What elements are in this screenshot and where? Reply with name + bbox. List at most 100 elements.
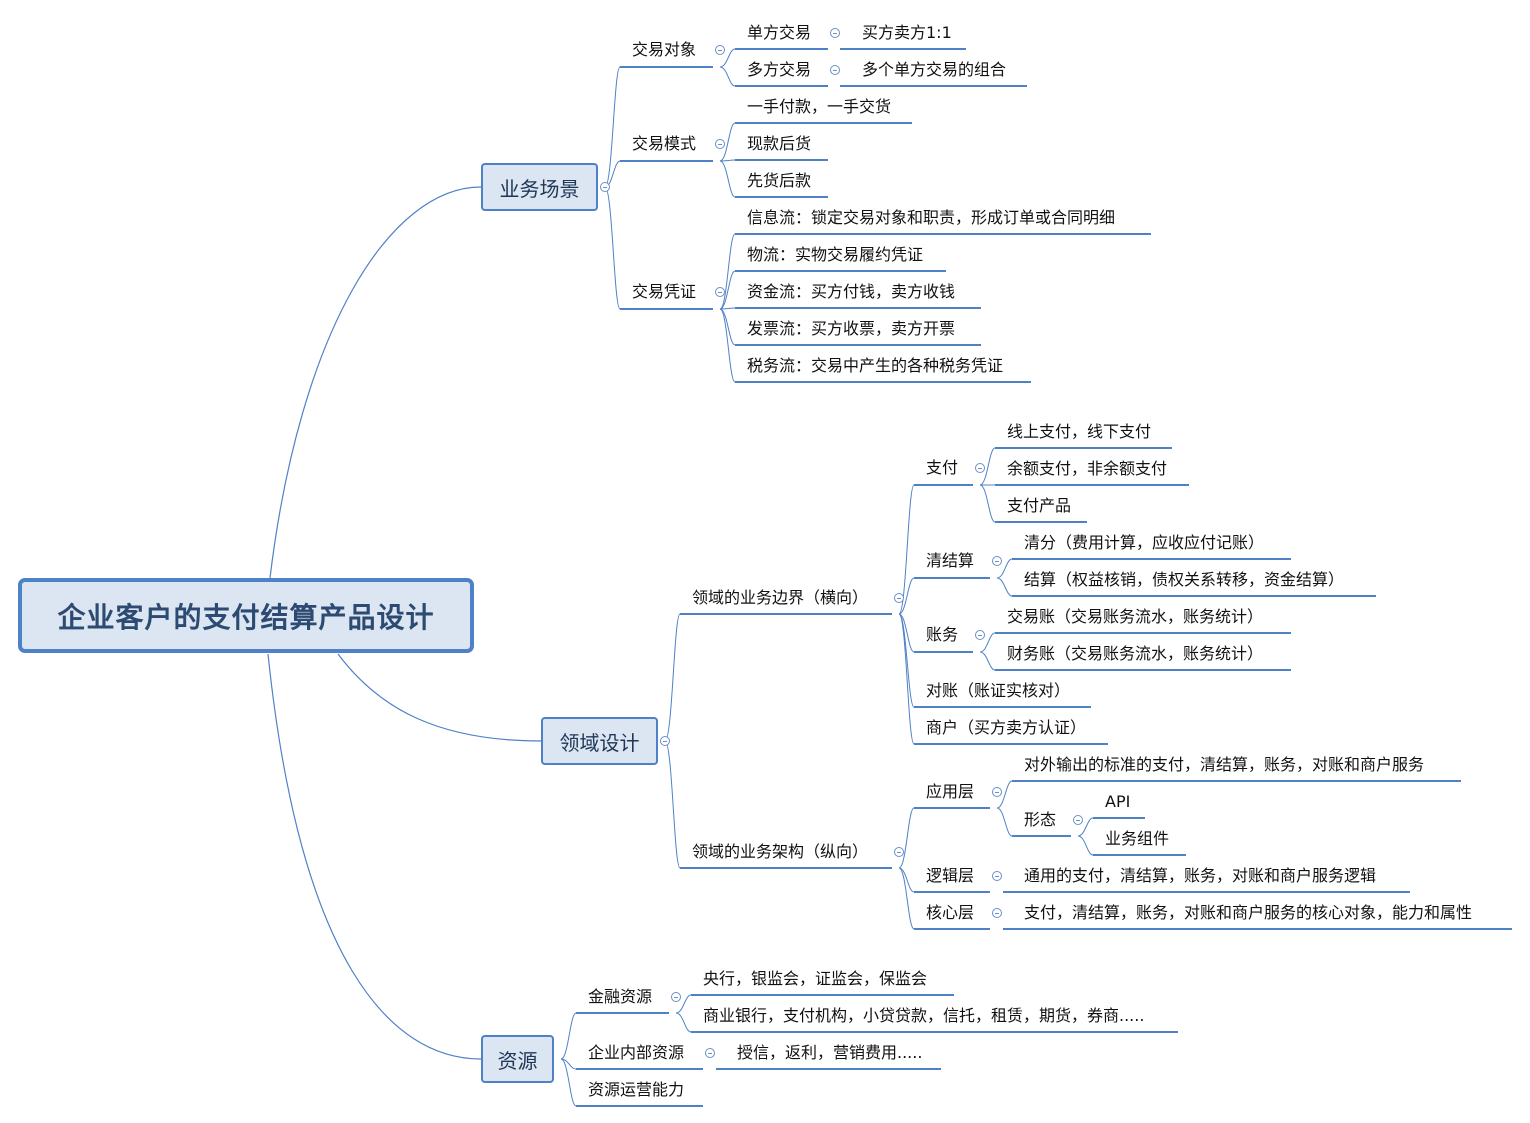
connector-line xyxy=(979,632,996,653)
connector-line xyxy=(560,1012,577,1060)
collapse-toggle-icon[interactable] xyxy=(830,28,840,38)
connector-line xyxy=(719,308,736,383)
topic-mode-item[interactable]: 现款后货 xyxy=(747,134,812,153)
collapse-toggle-icon[interactable] xyxy=(715,287,725,297)
connector-line xyxy=(719,48,736,68)
topic-buyer-seller-1-1[interactable]: 买方卖方1:1 xyxy=(862,23,952,42)
connector-line xyxy=(1077,817,1094,837)
connector-line xyxy=(719,270,736,310)
collapse-toggle-icon[interactable] xyxy=(975,630,985,640)
topic-domain-architecture[interactable]: 领域的业务架构（纵向） xyxy=(692,842,869,861)
topic-core-item[interactable]: 支付，清结算，账务，对账和商户服务的核心对象，能力和属性 xyxy=(1024,903,1473,922)
topic-financial-item[interactable]: 央行，银监会，证监会，保监会 xyxy=(703,969,928,988)
topic-payment[interactable]: 支付 xyxy=(926,458,959,477)
topic-internal-resources[interactable]: 企业内部资源 xyxy=(588,1043,685,1062)
collapse-toggle-icon[interactable] xyxy=(715,45,725,55)
topic-trade-mode[interactable]: 交易模式 xyxy=(632,134,697,153)
topic-single-party-trade[interactable]: 单方交易 xyxy=(747,23,812,42)
connector-line xyxy=(719,159,736,162)
collapse-toggle-icon[interactable] xyxy=(894,847,904,857)
topic-internal-item[interactable]: 授信，返利，营销费用..... xyxy=(737,1043,923,1062)
topic-application-item[interactable]: 对外输出的标准的支付，清结算，账务，对账和商户服务 xyxy=(1024,755,1425,774)
main-topic-label: 资源 xyxy=(497,1048,538,1073)
collapse-toggle-icon[interactable] xyxy=(715,139,725,149)
topic-form[interactable]: 形态 xyxy=(1024,810,1057,829)
topic-payment-item[interactable]: 线上支付，线下支付 xyxy=(1007,422,1152,441)
topic-trade-voucher[interactable]: 交易凭证 xyxy=(632,282,697,301)
collapse-toggle-icon[interactable] xyxy=(894,593,904,603)
connector-line xyxy=(1077,835,1094,856)
connector-line xyxy=(719,160,736,198)
topic-reconciliation[interactable]: 对账（账证实核对） xyxy=(926,681,1071,700)
collapse-toggle-icon[interactable] xyxy=(830,65,840,75)
topic-core-layer[interactable]: 核心层 xyxy=(926,903,975,922)
collapse-toggle-icon[interactable] xyxy=(992,787,1002,797)
collapse-toggle-icon[interactable] xyxy=(671,992,681,1002)
topic-merchant[interactable]: 商户（买方卖方认证） xyxy=(926,718,1087,737)
topic-multi-single-combo[interactable]: 多个单方交易的组合 xyxy=(862,60,1007,79)
collapse-toggle-icon[interactable] xyxy=(1073,815,1083,825)
connector-line xyxy=(996,807,1013,837)
topic-voucher-item[interactable]: 税务流：交易中产生的各种税务凭证 xyxy=(747,356,1004,375)
connector-line xyxy=(675,994,692,1014)
connector-line xyxy=(979,484,996,523)
connector-line xyxy=(898,613,915,708)
topic-financial-resources[interactable]: 金融资源 xyxy=(588,987,653,1006)
topic-payment-item[interactable]: 余额支付，非余额支付 xyxy=(1007,459,1168,478)
topic-clearing-settlement[interactable]: 清结算 xyxy=(926,551,975,570)
main-topic-resources[interactable]: 资源 xyxy=(481,1035,554,1083)
connector-line xyxy=(979,651,996,671)
topic-mode-item[interactable]: 先货后款 xyxy=(747,171,812,190)
topic-clearing-item[interactable]: 清分（费用计算，应收应付记账） xyxy=(1024,533,1265,552)
connector-line xyxy=(898,807,915,869)
connector-line xyxy=(898,867,915,893)
topic-voucher-item[interactable]: 发票流：买方收票，卖方开票 xyxy=(747,319,956,338)
topic-payment-item[interactable]: 支付产品 xyxy=(1007,496,1072,515)
topic-api[interactable]: API xyxy=(1105,792,1131,811)
connector-line xyxy=(267,653,482,1060)
collapse-toggle-icon[interactable] xyxy=(600,182,610,192)
connector-line xyxy=(996,780,1013,809)
connector-line xyxy=(898,867,915,930)
root-topic-label: 企业客户的支付结算产品设计 xyxy=(57,600,435,634)
main-topic-label: 业务场景 xyxy=(499,176,580,201)
collapse-toggle-icon[interactable] xyxy=(992,908,1002,918)
collapse-toggle-icon[interactable] xyxy=(975,463,985,473)
topic-clearing-item[interactable]: 结算（权益核销，债权关系转移，资金结算） xyxy=(1024,570,1345,589)
collapse-toggle-icon[interactable] xyxy=(660,736,670,746)
connector-line xyxy=(996,577,1013,597)
topic-accounting[interactable]: 账务 xyxy=(926,625,959,644)
main-topic-domain-design[interactable]: 领域设计 xyxy=(541,717,658,765)
topic-logic-layer[interactable]: 逻辑层 xyxy=(926,866,975,885)
connector-line xyxy=(898,577,915,615)
topic-resource-ops[interactable]: 资源运营能力 xyxy=(588,1080,685,1099)
connector-line xyxy=(269,186,482,579)
collapse-toggle-icon[interactable] xyxy=(705,1048,715,1058)
topic-financial-item[interactable]: 商业银行，支付机构，小贷贷款，信托，租赁，期货，券商..... xyxy=(703,1006,1145,1025)
topic-accounting-item[interactable]: 交易账（交易账务流水，账务统计） xyxy=(1007,607,1264,626)
topic-business-component[interactable]: 业务组件 xyxy=(1105,829,1170,848)
connector-line xyxy=(604,186,621,310)
main-topic-business-scenario[interactable]: 业务场景 xyxy=(481,163,598,211)
topic-domain-boundary[interactable]: 领域的业务边界（横向） xyxy=(692,588,869,607)
connector-line xyxy=(675,1012,692,1033)
topic-trade-object[interactable]: 交易对象 xyxy=(632,40,697,59)
topic-logic-item[interactable]: 通用的支付，清结算，账务，对账和商户服务逻辑 xyxy=(1024,866,1377,885)
connector-line xyxy=(719,66,736,87)
connector-line xyxy=(996,558,1013,579)
topic-mode-item[interactable]: 一手付款，一手交货 xyxy=(747,97,892,116)
connector-line xyxy=(898,484,915,615)
collapse-toggle-icon[interactable] xyxy=(992,556,1002,566)
topic-accounting-item[interactable]: 财务账（交易账务流水，账务统计） xyxy=(1007,644,1264,663)
topic-voucher-item[interactable]: 信息流：锁定交易对象和职责，形成订单或合同明细 xyxy=(747,208,1116,227)
topic-voucher-item[interactable]: 资金流：买方付钱，卖方收钱 xyxy=(747,282,956,301)
topic-multi-party-trade[interactable]: 多方交易 xyxy=(747,60,812,79)
collapse-toggle-icon[interactable] xyxy=(992,871,1002,881)
connector-line xyxy=(898,613,915,745)
topic-voucher-item[interactable]: 物流：实物交易履约凭证 xyxy=(747,245,924,264)
connector-line xyxy=(337,653,542,742)
topic-application-layer[interactable]: 应用层 xyxy=(926,782,975,801)
connector-line xyxy=(664,613,681,742)
root-topic[interactable]: 企业客户的支付结算产品设计 xyxy=(18,578,474,653)
